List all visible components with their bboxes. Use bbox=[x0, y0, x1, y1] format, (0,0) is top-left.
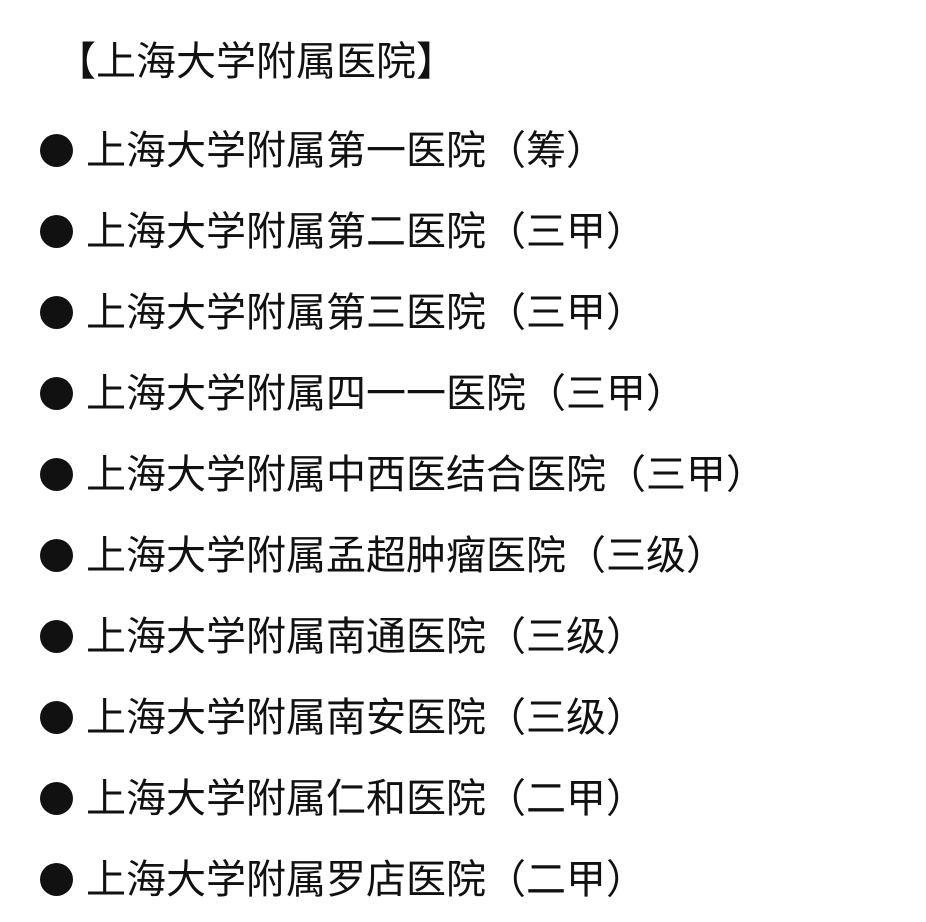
list-item: 上海大学附属南安医院（三级） bbox=[40, 677, 766, 758]
list-item: 上海大学附属中西医结合医院（三甲） bbox=[40, 434, 766, 515]
list-item: 上海大学附属南通医院（三级） bbox=[40, 596, 766, 677]
list-item: 上海大学附属第一医院（筹） bbox=[40, 110, 766, 191]
list-item: 上海大学附属孟超肿瘤医院（三级） bbox=[40, 515, 766, 596]
bullet-icon bbox=[40, 539, 73, 572]
bullet-icon bbox=[40, 215, 73, 248]
bullet-icon bbox=[40, 458, 73, 491]
bullet-icon bbox=[40, 296, 73, 329]
list-item-label: 上海大学附属第二医院（三甲） bbox=[86, 208, 646, 255]
list-item: 上海大学附属第二医院（三甲） bbox=[40, 191, 766, 272]
list-item: 上海大学附属仁和医院（二甲） bbox=[40, 758, 766, 839]
bullet-icon bbox=[40, 620, 73, 653]
hospital-list: 上海大学附属第一医院（筹） 上海大学附属第二医院（三甲） 上海大学附属第三医院（… bbox=[40, 110, 766, 920]
list-item-label: 上海大学附属第一医院（筹） bbox=[86, 127, 606, 174]
list-item-label: 上海大学附属罗店医院（二甲） bbox=[86, 856, 646, 903]
list-item-label: 上海大学附属南通医院（三级） bbox=[86, 613, 646, 660]
bullet-icon bbox=[40, 782, 73, 815]
list-item-label: 上海大学附属南安医院（三级） bbox=[86, 694, 646, 741]
list-item-label: 上海大学附属第三医院（三甲） bbox=[86, 289, 646, 336]
list-item-label: 上海大学附属孟超肿瘤医院（三级） bbox=[86, 532, 726, 579]
list-item-label: 上海大学附属仁和医院（二甲） bbox=[86, 775, 646, 822]
bullet-icon bbox=[40, 134, 73, 167]
document-heading: 【上海大学附属医院】 bbox=[56, 39, 456, 85]
list-item: 上海大学附属四一一医院（三甲） bbox=[40, 353, 766, 434]
list-item: 上海大学附属第三医院（三甲） bbox=[40, 272, 766, 353]
list-item: 上海大学附属罗店医院（二甲） bbox=[40, 839, 766, 920]
bullet-icon bbox=[40, 863, 73, 896]
bullet-icon bbox=[40, 701, 73, 734]
list-item-label: 上海大学附属四一一医院（三甲） bbox=[86, 370, 686, 417]
bullet-icon bbox=[40, 377, 73, 410]
list-item-label: 上海大学附属中西医结合医院（三甲） bbox=[86, 451, 766, 498]
